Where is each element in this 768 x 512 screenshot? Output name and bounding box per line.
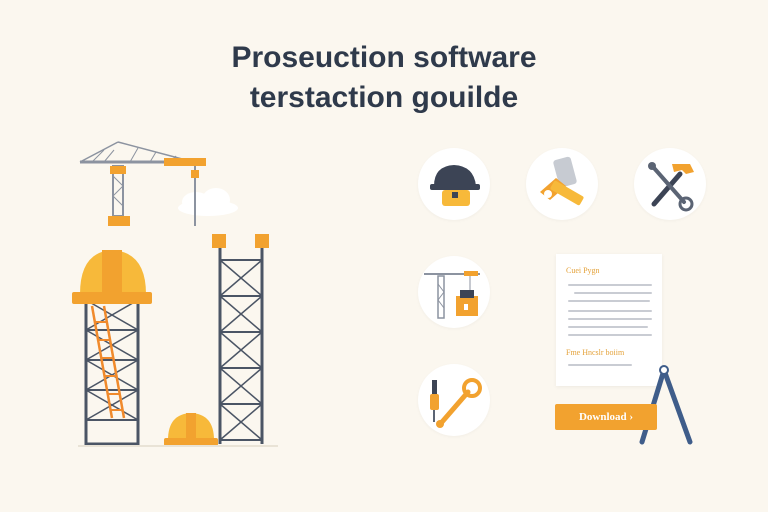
hard-hat-small-icon: [164, 413, 218, 446]
scaffold-tower-left: [84, 298, 140, 446]
scaffold-tower-right: [212, 234, 269, 444]
crane-icon: [79, 141, 206, 226]
page-title: Proseuction software terstaction gouilde: [0, 38, 768, 118]
download-button[interactable]: Download ›: [555, 404, 657, 430]
hard-hat-large-icon: [72, 250, 152, 304]
crane-feature[interactable]: [418, 256, 490, 328]
hammer-wrench-icon: [648, 162, 694, 212]
guide-document[interactable]: Cuei Pygn Fme Hncslr boiim: [556, 254, 662, 386]
document-subheading: Fme Hncslr boiim: [566, 348, 625, 357]
helmet-feature[interactable]: [418, 148, 490, 220]
measure-feature[interactable]: [526, 148, 598, 220]
document-text-line: [568, 318, 652, 320]
hard-hat-worker-icon: [430, 165, 480, 206]
document-text-line: [574, 292, 652, 294]
document-text-line: [568, 326, 648, 328]
document-text-line: [568, 284, 652, 286]
document-text-line: [568, 334, 652, 336]
measuring-tape-icon: [540, 156, 584, 206]
document-text-line: [568, 300, 650, 302]
document-text-line: [568, 364, 632, 366]
page-title-line-1: Proseuction software: [231, 41, 537, 74]
document-heading: Cuei Pygn: [566, 266, 600, 275]
screwdriver-wrench-icon: [430, 378, 482, 428]
document-text-line: [568, 310, 652, 312]
page-title-line-2: terstaction gouilde: [249, 81, 519, 114]
repair-feature[interactable]: [418, 364, 490, 436]
tools-feature[interactable]: [634, 148, 706, 220]
cloud-icon: [178, 188, 238, 216]
crane-building-icon: [424, 271, 480, 319]
